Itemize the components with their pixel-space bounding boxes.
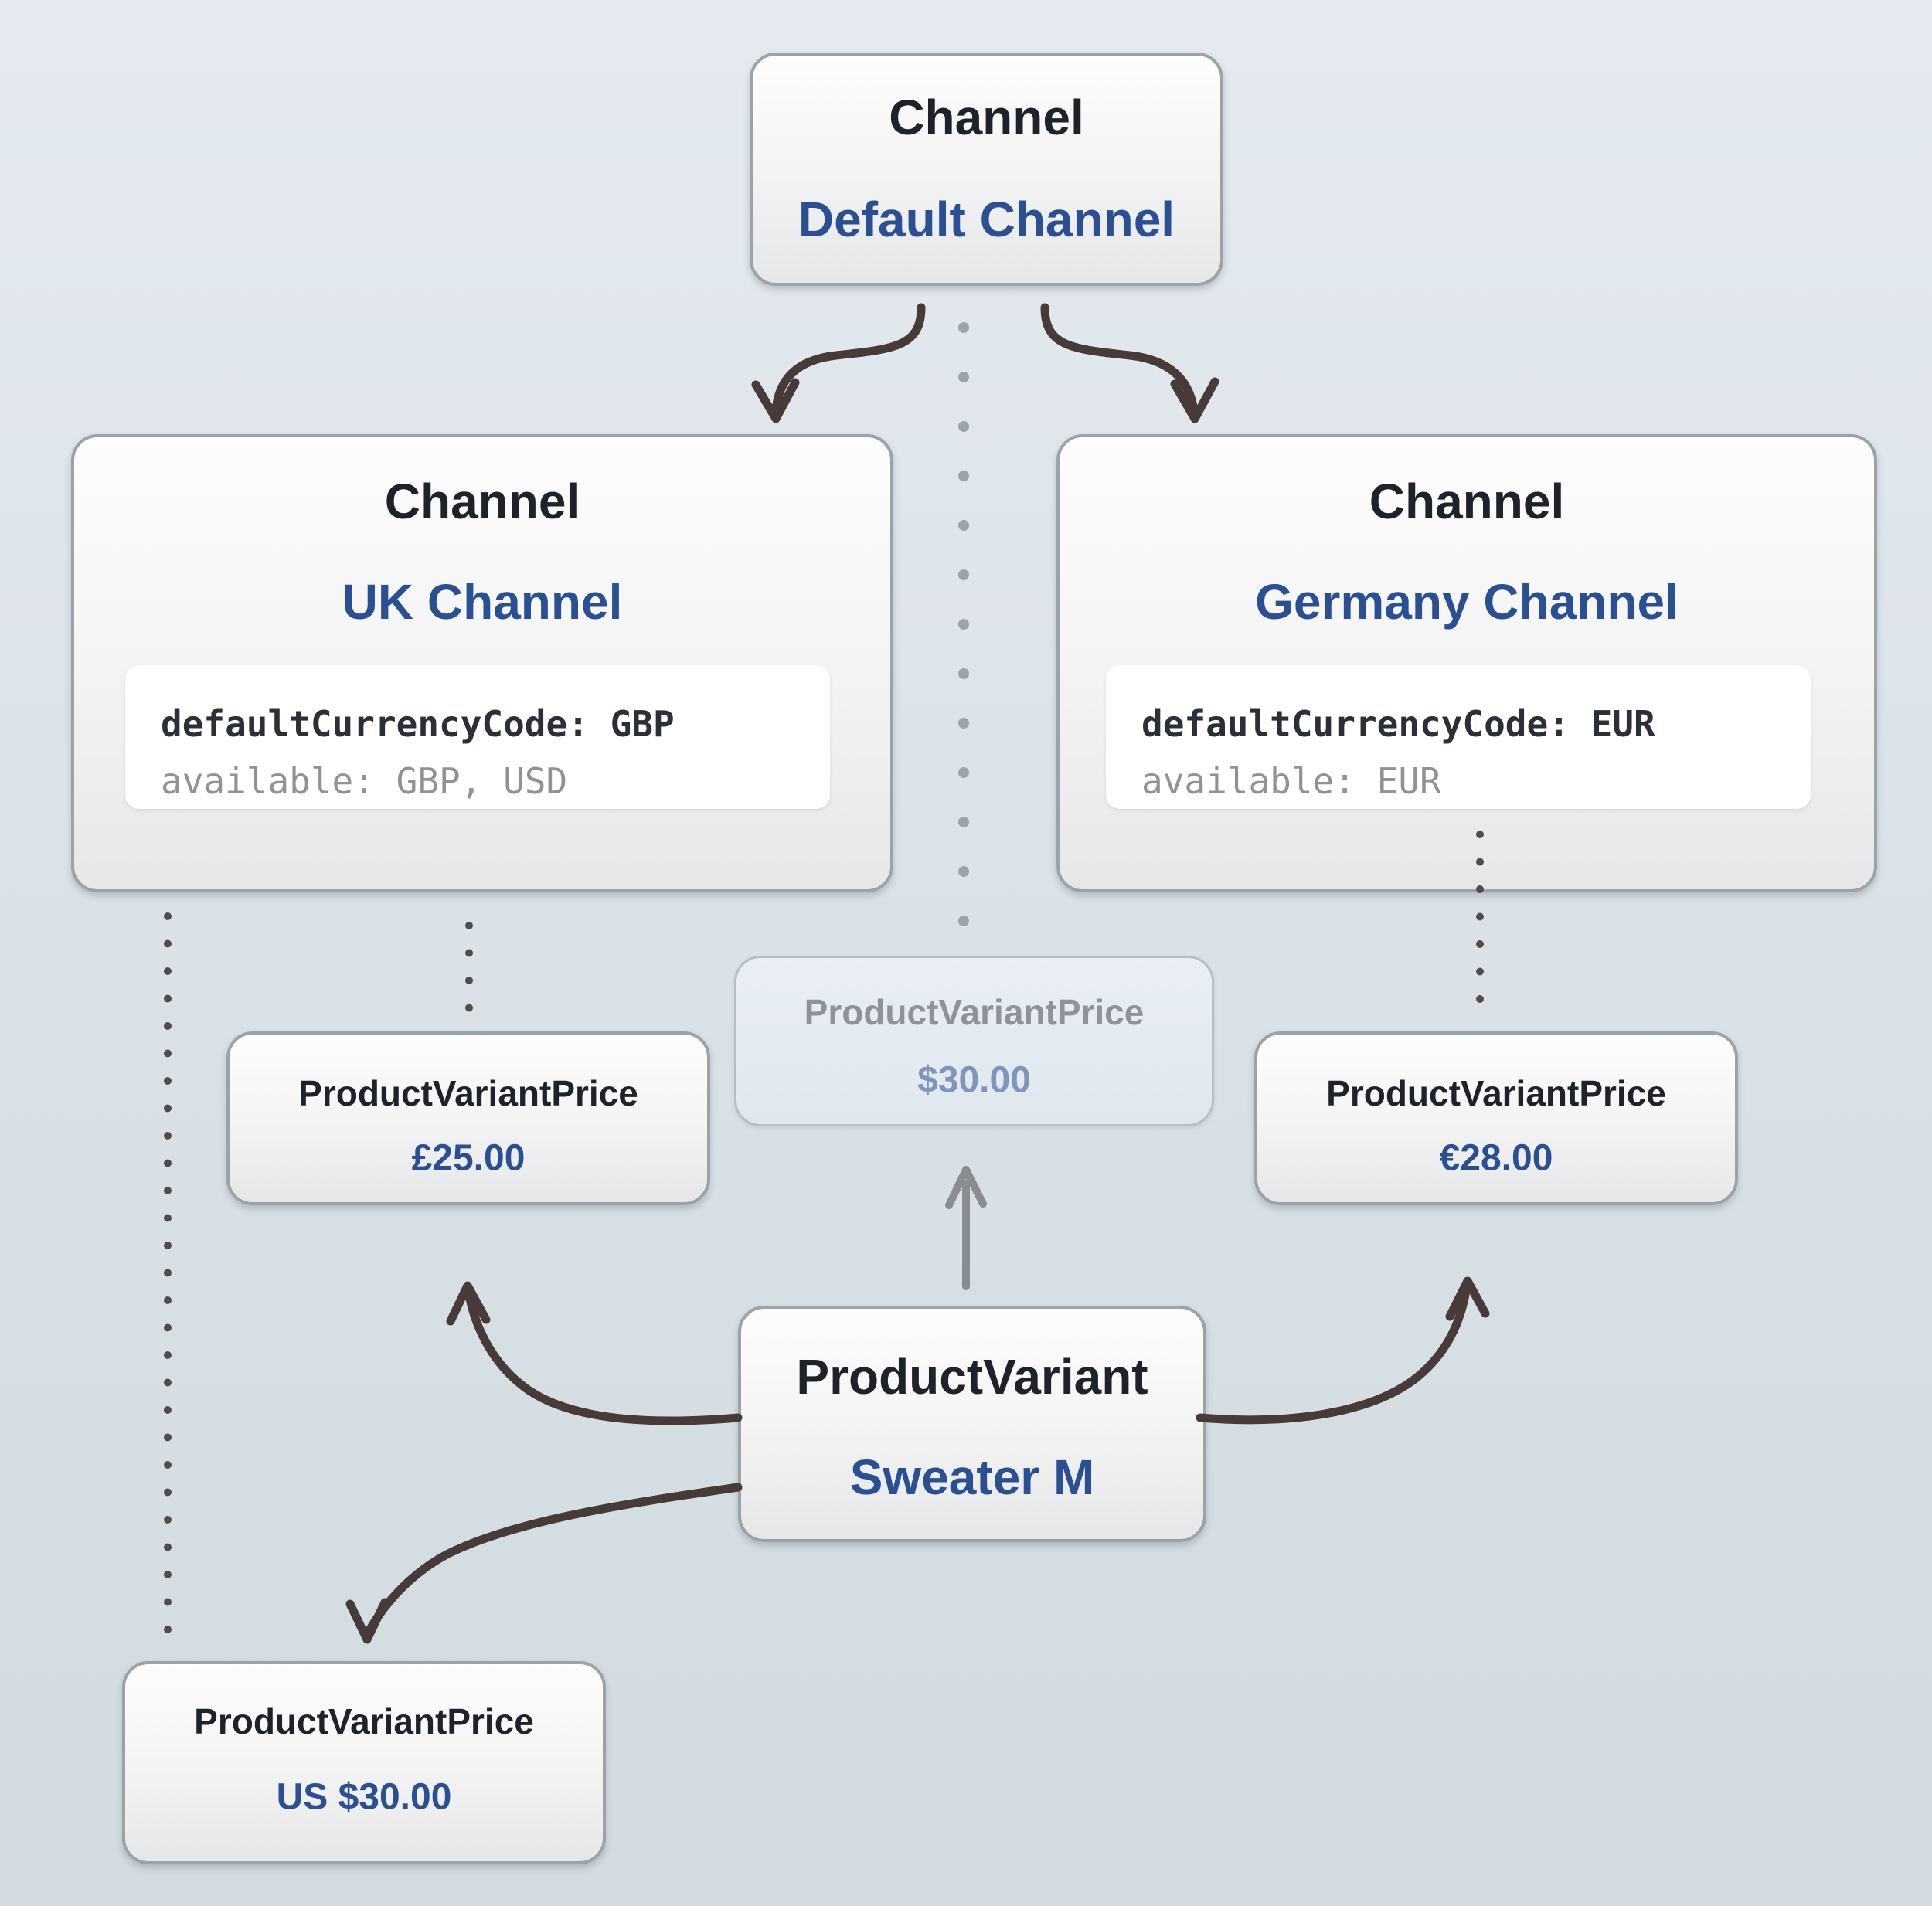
node-product-variant: ProductVariant Sweater M (738, 1306, 1206, 1542)
uk-channel-currency-codebox: defaultCurrencyCode: GBP available: GBP,… (125, 665, 830, 809)
uk-price-value-label: £25.00 (411, 1137, 526, 1179)
arrow-default-channel-to-uk-channel (751, 303, 926, 423)
node-germany-channel: Channel Germany Channel defaultCurrencyC… (1056, 434, 1877, 892)
germany-price-value-label: €28.00 (1439, 1137, 1553, 1179)
us-price-value-label: US $30.00 (276, 1776, 452, 1818)
default-price-value-label: $30.00 (917, 1059, 1031, 1101)
node-germany-price: ProductVariantPrice €28.00 (1254, 1031, 1738, 1205)
node-uk-channel: Channel UK Channel defaultCurrencyCode: … (71, 434, 893, 892)
arrow-product-variant-to-uk-price (446, 1281, 743, 1425)
arrow-product-variant-to-us-price (345, 1483, 743, 1644)
germany-price-entity-label: ProductVariantPrice (1326, 1073, 1666, 1113)
uk-channel-name-label: UK Channel (342, 574, 623, 630)
uk-price-entity-label: ProductVariantPrice (298, 1073, 638, 1113)
default-channel-entity-label: Channel (889, 90, 1084, 145)
default-channel-name-label: Default Channel (798, 192, 1175, 247)
us-price-entity-label: ProductVariantPrice (194, 1701, 534, 1741)
uk-channel-default-currency-line: defaultCurrencyCode: GBP (161, 703, 675, 745)
germany-channel-currency-codebox: defaultCurrencyCode: EUR available: EUR (1106, 665, 1811, 809)
arrow-default-channel-to-germany-channel (1040, 303, 1219, 423)
node-uk-price: ProductVariantPrice £25.00 (226, 1031, 710, 1205)
uk-channel-entity-label: Channel (384, 474, 580, 529)
uk-channel-available-currency-line: available: GBP, USD (161, 760, 568, 802)
germany-channel-default-currency-line: defaultCurrencyCode: EUR (1141, 703, 1655, 745)
node-default-price: ProductVariantPrice $30.00 (734, 956, 1214, 1126)
node-us-price: ProductVariantPrice US $30.00 (122, 1661, 606, 1864)
arrow-product-variant-to-germany-price (1196, 1276, 1490, 1425)
product-variant-entity-label: ProductVariant (796, 1349, 1148, 1405)
default-price-entity-label: ProductVariantPrice (804, 992, 1145, 1032)
node-default-channel: Channel Default Channel (750, 53, 1223, 286)
arrow-product-variant-to-default-price (945, 1166, 987, 1290)
germany-channel-entity-label: Channel (1369, 474, 1565, 529)
germany-channel-name-label: Germany Channel (1255, 574, 1679, 630)
product-variant-name-label: Sweater M (849, 1449, 1095, 1505)
germany-channel-available-currency-line: available: EUR (1141, 760, 1441, 802)
